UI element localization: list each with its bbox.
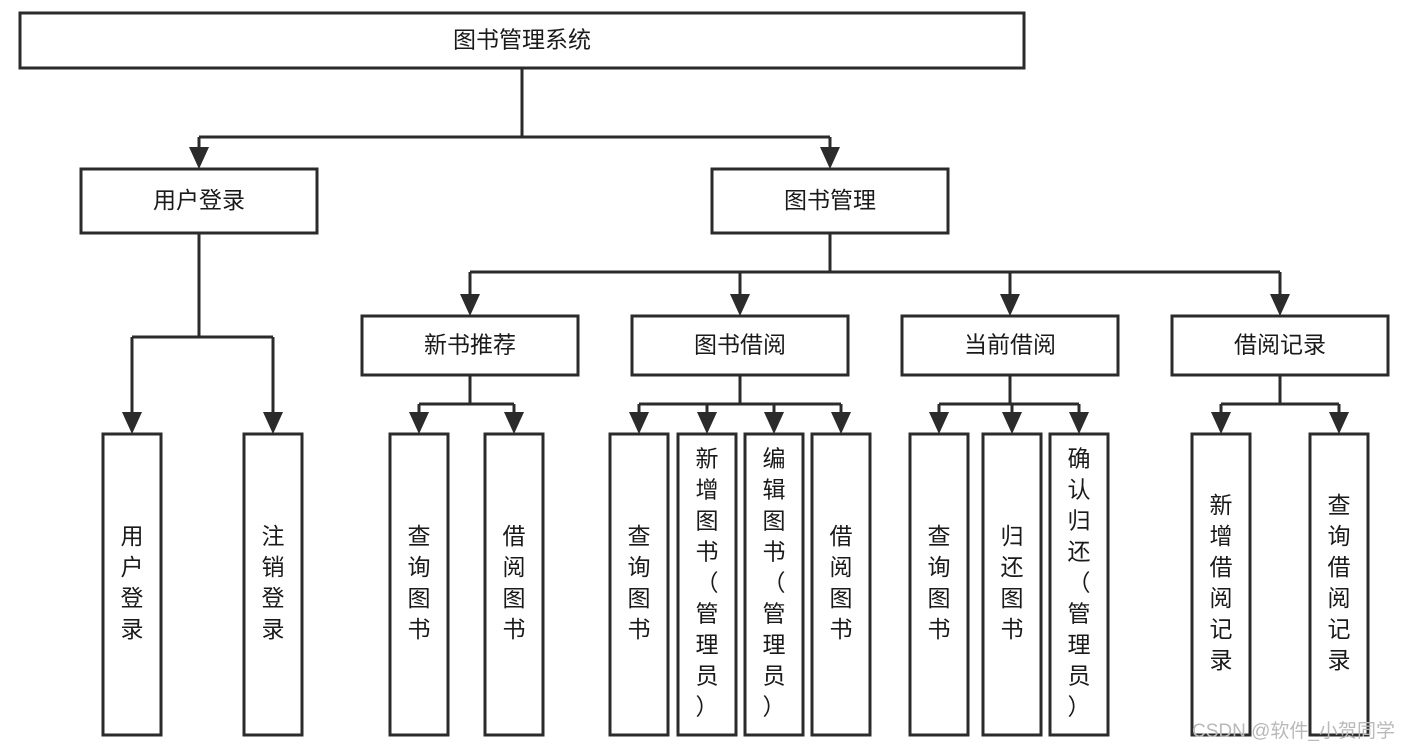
node-box — [900, 314, 1120, 377]
edge-arrowhead-icon — [122, 412, 142, 434]
edge-arrowhead-icon — [460, 294, 480, 316]
node-leaf-cur-1[interactable]: 查询图书 — [908, 432, 970, 737]
node-box — [981, 432, 1043, 737]
node-box — [360, 314, 580, 377]
edge-arrowhead-icon — [629, 412, 649, 434]
node-label: 注销登录 — [262, 523, 285, 642]
node-label: 图书管理系统 — [453, 27, 591, 53]
node-label: 当前借阅 — [964, 332, 1056, 358]
node-current[interactable]: 当前借阅 — [900, 314, 1120, 377]
node-box — [1048, 432, 1110, 737]
node-box — [18, 11, 1026, 70]
edge-arrowhead-icon — [504, 412, 524, 434]
edge-arrowhead-icon — [764, 412, 784, 434]
node-box — [810, 432, 872, 737]
node-label: 新增图书（管理员） — [696, 446, 719, 720]
node-box — [79, 167, 319, 235]
node-leaf-login-1[interactable]: 用户登录 — [101, 432, 163, 737]
node-box — [1308, 432, 1370, 737]
node-label: 新增借阅记录 — [1210, 492, 1233, 673]
nodes-layer: 图书管理系统用户登录图书管理新书推荐图书借阅当前借阅借阅记录用户登录注销登录查询… — [18, 11, 1390, 737]
node-records[interactable]: 借阅记录 — [1170, 314, 1390, 377]
node-box — [743, 432, 805, 737]
node-box — [608, 432, 670, 737]
node-label: 查询图书 — [928, 523, 951, 642]
edge-arrowhead-icon — [1000, 294, 1020, 316]
node-leaf-bor-3[interactable]: 编辑图书（管理员） — [743, 432, 805, 737]
node-leaf-cur-3[interactable]: 确认归还（管理员） — [1048, 432, 1110, 737]
node-box — [483, 432, 545, 737]
node-label: 查询图书 — [408, 523, 431, 642]
node-label: 新书推荐 — [424, 332, 516, 358]
node-label: 编辑图书（管理员） — [763, 446, 786, 720]
edge-arrowhead-icon — [1270, 294, 1290, 316]
node-box — [242, 432, 304, 737]
node-box — [388, 432, 450, 737]
node-label: 查询借阅记录 — [1328, 492, 1351, 673]
node-leaf-rec-2[interactable]: 查询借阅记录 — [1308, 432, 1370, 737]
node-label: 查询图书 — [628, 523, 651, 642]
edge-arrowhead-icon — [730, 294, 750, 316]
node-box — [630, 314, 850, 377]
edge-arrowhead-icon — [820, 147, 840, 169]
node-bookmgmt[interactable]: 图书管理 — [710, 167, 950, 235]
node-label: 用户登录 — [153, 187, 245, 213]
node-box — [676, 432, 738, 737]
node-box — [1170, 314, 1390, 377]
node-root[interactable]: 图书管理系统 — [18, 11, 1026, 70]
node-leaf-bor-1[interactable]: 查询图书 — [608, 432, 670, 737]
edge-arrowhead-icon — [189, 147, 209, 169]
node-leaf-bor-4[interactable]: 借阅图书 — [810, 432, 872, 737]
node-leaf-new-2[interactable]: 借阅图书 — [483, 432, 545, 737]
edges-layer — [122, 68, 1349, 434]
edge-arrowhead-icon — [263, 412, 283, 434]
node-leaf-cur-2[interactable]: 归还图书 — [981, 432, 1043, 737]
node-label: 用户登录 — [121, 523, 144, 642]
node-box — [710, 167, 950, 235]
edge-arrowhead-icon — [831, 412, 851, 434]
node-label: 图书借阅 — [694, 332, 786, 358]
node-label: 确认归还（管理员） — [1068, 446, 1091, 720]
node-box — [1190, 432, 1252, 737]
edge-arrowhead-icon — [929, 412, 949, 434]
node-box — [101, 432, 163, 737]
node-box — [908, 432, 970, 737]
node-label: 图书管理 — [784, 187, 876, 213]
node-login[interactable]: 用户登录 — [79, 167, 319, 235]
node-leaf-rec-1[interactable]: 新增借阅记录 — [1190, 432, 1252, 737]
edge-arrowhead-icon — [1002, 412, 1022, 434]
edge-arrowhead-icon — [1329, 412, 1349, 434]
node-leaf-new-1[interactable]: 查询图书 — [388, 432, 450, 737]
edge-arrowhead-icon — [1211, 412, 1231, 434]
node-borrow[interactable]: 图书借阅 — [630, 314, 850, 377]
node-leaf-bor-2[interactable]: 新增图书（管理员） — [676, 432, 738, 737]
edge-arrowhead-icon — [697, 412, 717, 434]
node-leaf-login-2[interactable]: 注销登录 — [242, 432, 304, 737]
edge-arrowhead-icon — [1069, 412, 1089, 434]
node-label: 借阅图书 — [503, 523, 526, 642]
node-label: 归还图书 — [1001, 523, 1024, 642]
edge-arrowhead-icon — [409, 412, 429, 434]
node-newbook[interactable]: 新书推荐 — [360, 314, 580, 377]
node-label: 借阅记录 — [1234, 332, 1326, 358]
node-label: 借阅图书 — [830, 523, 853, 642]
